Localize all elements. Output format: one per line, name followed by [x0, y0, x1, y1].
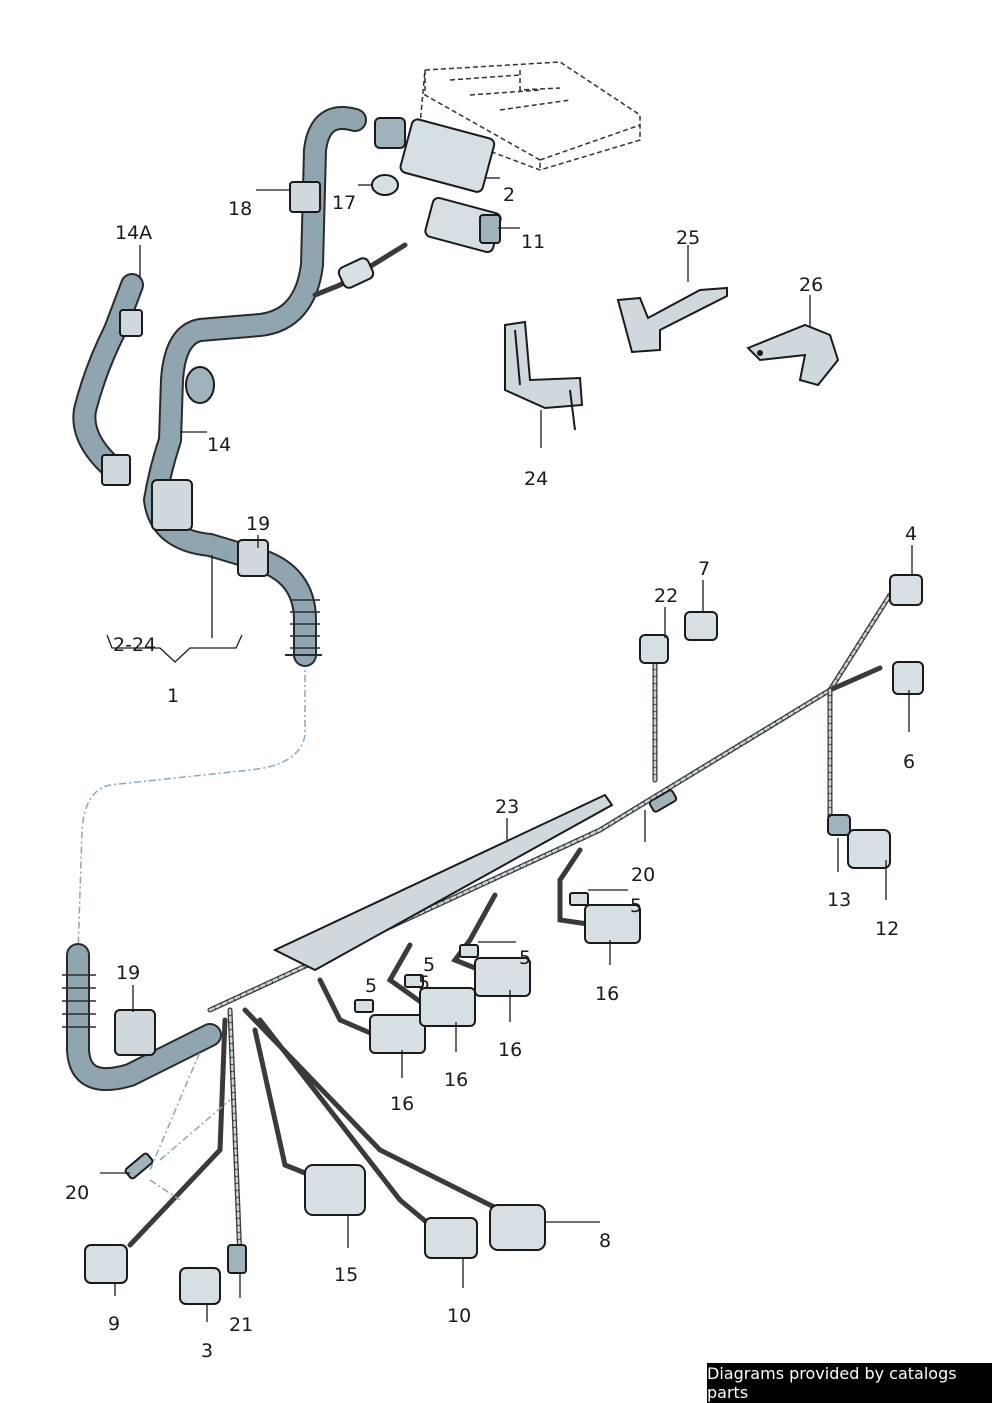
upper-harness	[143, 106, 408, 667]
label-21: 21	[229, 1314, 254, 1336]
bracket-24	[504, 320, 584, 431]
label-1: 1	[167, 685, 180, 707]
label-15: 15	[334, 1264, 359, 1286]
connector-7	[684, 611, 718, 641]
label-16b: 16	[498, 1039, 523, 1061]
label-16d: 16	[390, 1093, 415, 1115]
label-26: 26	[799, 274, 824, 296]
label-19a: 19	[246, 513, 271, 535]
connector-3	[179, 1267, 221, 1305]
label-25: 25	[676, 227, 701, 249]
connector-6	[892, 661, 924, 695]
bracket-25	[616, 286, 728, 354]
label-19b: 19	[116, 962, 141, 984]
label-10: 10	[447, 1305, 472, 1327]
screw-20b	[648, 789, 678, 813]
label-18: 18	[228, 198, 253, 220]
label-2-24: 2-24	[113, 634, 157, 656]
connector-16a	[369, 1014, 426, 1054]
label-8: 8	[599, 1230, 612, 1252]
label-11: 11	[521, 231, 546, 253]
seal-5d	[569, 892, 589, 906]
connector-4	[889, 574, 923, 606]
clip-21	[227, 1244, 247, 1274]
credit-footer: Diagrams provided by catalogs parts	[707, 1363, 992, 1403]
label-20b: 20	[65, 1182, 90, 1204]
harness-continuation-line	[77, 660, 306, 956]
label-6: 6	[903, 751, 916, 773]
clip-22	[639, 634, 669, 664]
label-14a: 14A	[115, 222, 153, 244]
label-14: 14	[207, 434, 232, 456]
clip-17	[371, 174, 399, 196]
connector-12	[847, 829, 891, 869]
label-5e: 5	[418, 972, 431, 994]
screw-20a	[124, 1152, 154, 1180]
connector-15	[304, 1164, 366, 1216]
label-13: 13	[827, 889, 852, 911]
label-5c: 5	[423, 954, 436, 976]
connector-10	[424, 1217, 478, 1259]
lower-harness	[62, 592, 893, 1263]
label-20a: 20	[631, 864, 656, 886]
connector-8	[489, 1204, 546, 1251]
leader-lines	[100, 177, 913, 1322]
label-5a: 5	[630, 895, 643, 917]
label-9: 9	[108, 1313, 121, 1335]
label-4: 4	[905, 523, 918, 545]
label-24: 24	[524, 468, 549, 490]
grommet-13	[827, 814, 851, 836]
label-16c: 16	[444, 1069, 469, 1091]
label-3: 3	[201, 1340, 214, 1362]
seal-5b	[404, 974, 424, 988]
seal-5c	[459, 944, 479, 958]
label-2: 2	[503, 184, 516, 206]
bracket-26	[746, 323, 840, 387]
connector-11	[424, 196, 502, 254]
label-22: 22	[654, 585, 679, 607]
connector-2	[374, 117, 496, 193]
connectors-lower	[84, 574, 924, 1305]
seal-5a	[354, 999, 374, 1013]
connector-16c	[474, 957, 531, 997]
label-5b: 5	[519, 947, 532, 969]
label-5d: 5	[365, 975, 378, 997]
connector-16b	[419, 987, 476, 1027]
connector-16d	[584, 904, 641, 944]
label-7: 7	[698, 558, 711, 580]
hose-14a	[72, 273, 144, 486]
cable-clip	[237, 539, 269, 577]
label-17: 17	[332, 192, 357, 214]
cable-channel-23	[272, 793, 614, 972]
label-16a: 16	[595, 983, 620, 1005]
label-12: 12	[875, 918, 900, 940]
connector-9	[84, 1244, 128, 1284]
label-23: 23	[495, 796, 520, 818]
